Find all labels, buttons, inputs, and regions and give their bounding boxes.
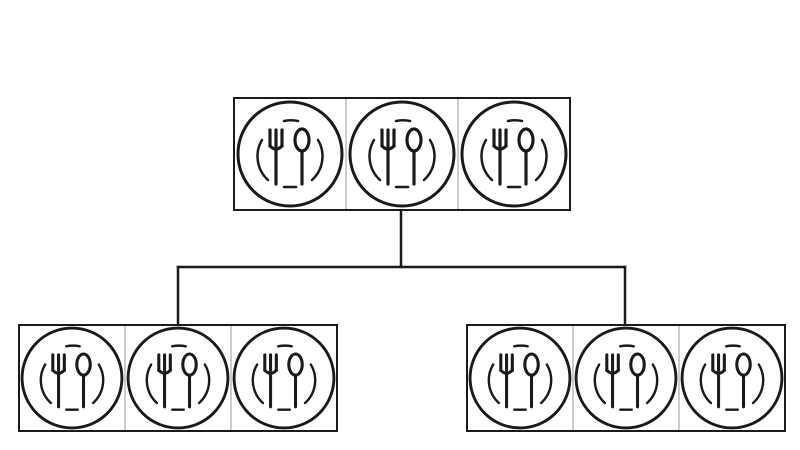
restaurant-icon — [574, 326, 678, 430]
tree-connectors — [176, 208, 627, 327]
restaurant-icon — [680, 326, 784, 430]
node-right-child — [466, 324, 786, 432]
restaurant-icon — [460, 100, 568, 208]
restaurant-icon — [20, 326, 124, 430]
node-root — [233, 97, 571, 211]
restaurant-icon — [126, 326, 230, 430]
restaurant-icon — [468, 326, 572, 430]
restaurant-icon — [236, 100, 344, 208]
restaurant-icon — [348, 100, 456, 208]
node-left-child — [18, 324, 338, 432]
restaurant-icon — [232, 326, 336, 430]
